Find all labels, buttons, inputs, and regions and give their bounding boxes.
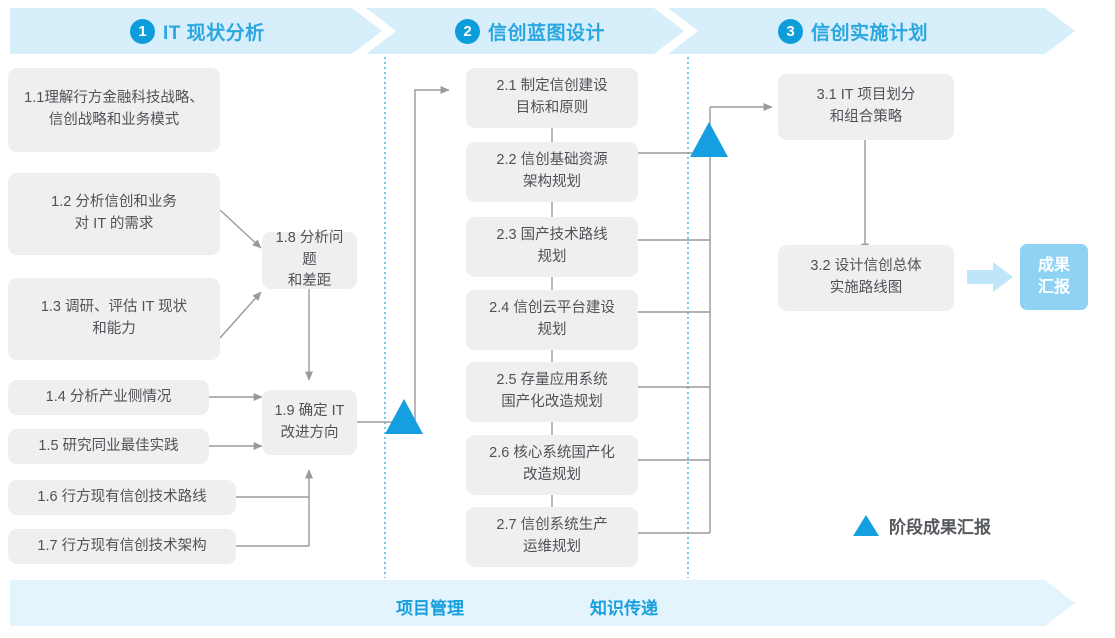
task-box-3-2[interactable]: 3.2 设计信创总体 实施路线图 bbox=[778, 245, 954, 311]
milestone-triangle-phase2 bbox=[690, 122, 728, 157]
task-box-2-1[interactable]: 2.1 制定信创建设 目标和原则 bbox=[466, 68, 638, 128]
phase-separator-1 bbox=[352, 8, 396, 54]
task-box-1-7[interactable]: 1.7 行方现有信创技术架构 bbox=[8, 529, 236, 564]
task-box-1-9[interactable]: 1.9 确定 IT 改进方向 bbox=[262, 390, 357, 455]
task-box-2-2[interactable]: 2.2 信创基础资源 架构规划 bbox=[466, 142, 638, 202]
legend-label: 阶段成果汇报 bbox=[889, 518, 991, 537]
task-box-1-2[interactable]: 1.2 分析信创和业务 对 IT 的需求 bbox=[8, 173, 220, 255]
result-report-box[interactable]: 成果 汇报 bbox=[1020, 244, 1088, 310]
phase-header-2[interactable]: 2 信创蓝图设计 bbox=[455, 8, 605, 54]
phase-number-badge: 3 bbox=[778, 18, 803, 44]
task-box-1-8[interactable]: 1.8 分析问题 和差距 bbox=[262, 230, 357, 289]
task-box-2-5[interactable]: 2.5 存量应用系统 国产化改造规划 bbox=[466, 362, 638, 422]
task-box-2-4[interactable]: 2.4 信创云平台建设 规划 bbox=[466, 290, 638, 350]
phase-title: IT 现状分析 bbox=[163, 22, 265, 44]
phase-title: 信创实施计划 bbox=[811, 22, 929, 44]
bottom-band-label-knowledge-transfer[interactable]: 知识传递 bbox=[590, 599, 658, 618]
legend-milestone: 阶段成果汇报 bbox=[853, 513, 991, 538]
phase-title: 信创蓝图设计 bbox=[488, 22, 606, 44]
phase-header-1[interactable]: 1 IT 现状分析 bbox=[130, 8, 265, 54]
task-box-2-3[interactable]: 2.3 国产技术路线 规划 bbox=[466, 217, 638, 277]
task-box-1-3[interactable]: 1.3 调研、评估 IT 现状 和能力 bbox=[8, 278, 220, 360]
task-box-2-7[interactable]: 2.7 信创系统生产 运维规划 bbox=[466, 507, 638, 567]
connector-1-9-to-2-1 bbox=[357, 86, 450, 423]
connector-1-3-to-1-8 bbox=[219, 291, 262, 339]
milestone-triangle-phase1 bbox=[385, 399, 423, 434]
task-box-1-4[interactable]: 1.4 分析产业侧情况 bbox=[8, 380, 209, 415]
result-arrow-icon bbox=[967, 262, 1013, 292]
task-box-2-6[interactable]: 2.6 核心系统国产化 改造规划 bbox=[466, 435, 638, 495]
bottom-band-label-project-management[interactable]: 项目管理 bbox=[396, 599, 464, 618]
phase-number-badge: 1 bbox=[130, 18, 155, 44]
phase-header-3[interactable]: 3 信创实施计划 bbox=[778, 8, 928, 54]
connector-1-2-to-1-8 bbox=[219, 209, 262, 249]
task-box-3-1[interactable]: 3.1 IT 项目划分 和组合策略 bbox=[778, 74, 954, 140]
task-box-1-5[interactable]: 1.5 研究同业最佳实践 bbox=[8, 429, 209, 464]
phase-number-badge: 2 bbox=[455, 18, 480, 44]
phase-separator-2 bbox=[654, 8, 698, 54]
task-box-1-6[interactable]: 1.6 行方现有信创技术路线 bbox=[8, 480, 236, 515]
task-box-1-1[interactable]: 1.1理解行方金融科技战略、 信创战略和业务模式 bbox=[8, 68, 220, 152]
milestone-triangle-icon bbox=[853, 515, 879, 536]
bottom-band-background bbox=[10, 580, 1075, 626]
